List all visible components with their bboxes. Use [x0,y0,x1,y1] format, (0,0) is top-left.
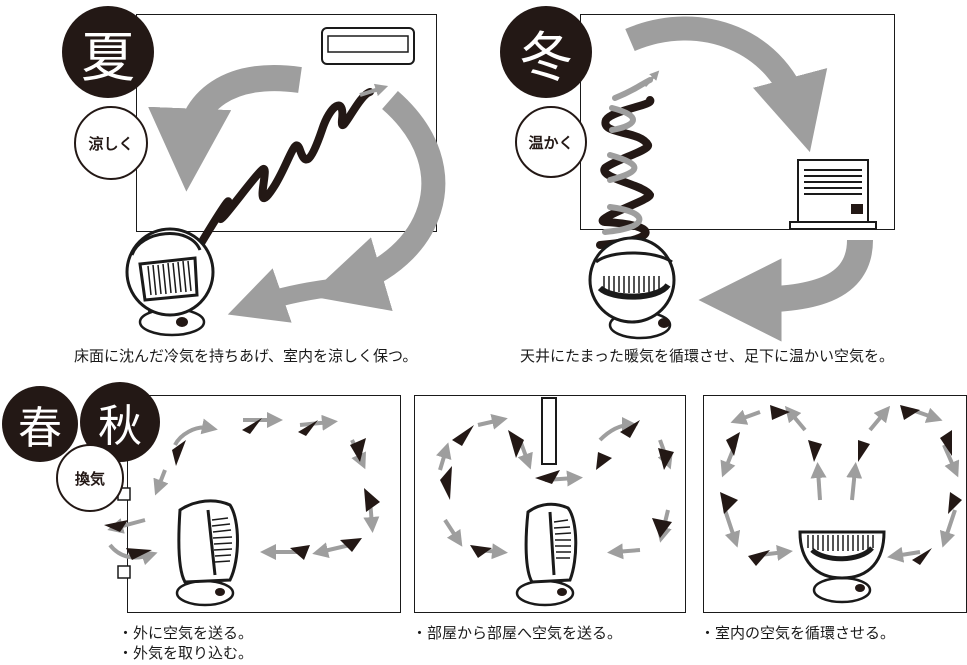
curved-arrow [227,268,332,323]
spiral-airflow [196,88,374,249]
circulator-fan-icon [798,530,886,604]
summer-season-glyph: 夏 [81,25,135,89]
winter-illustration [588,16,877,342]
curved-arrow [148,65,302,192]
autumn-season-glyph: 秋 [98,401,142,452]
air-conditioner-icon [321,27,415,65]
ventilation-caption-2: ・外気を取り込む。 [118,644,254,662]
window-icon [117,565,131,579]
circulation-illustration [720,405,962,604]
circulator-fan-icon [515,502,578,607]
winter-season-glyph: 冬 [519,25,573,89]
circulator-fan-icon [588,236,676,340]
ventilation-label: 換気 [74,469,105,488]
summer-caption: 床面に沈んだ冷気を持ちあげ、室内を涼しく保つ。 [74,347,418,365]
heater-icon [789,159,877,230]
circulator-fan-icon [175,499,239,607]
summer-label-badge: 涼しく [74,106,148,180]
summer-label: 涼しく [88,134,134,153]
winter-season-badge: 冬 [500,6,592,98]
ventilation-caption-1: ・外に空気を送る。 [118,624,254,642]
curved-arrow [698,239,873,342]
curved-arrow [625,16,828,153]
curved-arrow [308,90,446,311]
circulator-fan-icon [125,227,215,337]
spiral-airflow [596,70,660,249]
summer-season-badge: 夏 [62,6,154,98]
room-to-room-caption: ・部屋から部屋へ空気を送る。 [412,624,623,642]
winter-label-badge: 温かく [515,106,587,178]
winter-caption: 天井にたまった暖気を循環させ、足下に温かい空気を。 [520,347,894,365]
winter-label: 温かく [528,133,574,152]
room-to-room-illustration [436,397,674,607]
autumn-season-badge: 秋 [80,382,160,462]
spring-season-glyph: 春 [18,403,62,454]
ventilation-illustration [104,412,380,607]
circulation-caption: ・室内の空気を循環させる。 [700,624,896,642]
summer-illustration [125,27,446,337]
doorway-icon [541,397,557,465]
spring-season-badge: 春 [2,386,78,462]
ventilation-label-badge: 換気 [56,444,124,512]
ventilation-room-panel [127,395,401,613]
